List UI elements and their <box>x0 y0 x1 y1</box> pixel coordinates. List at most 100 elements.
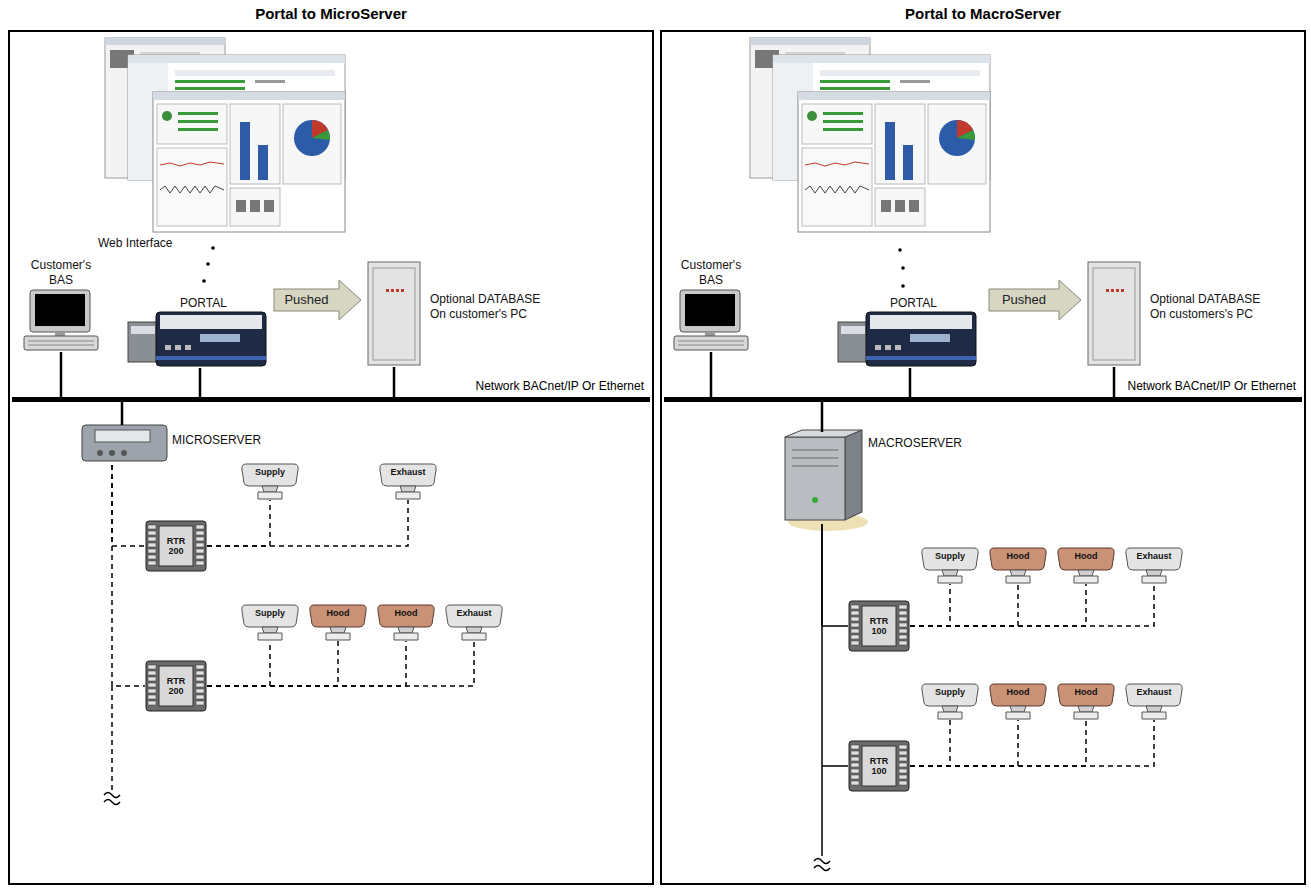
terminal <box>148 549 156 553</box>
duct-body <box>446 605 502 627</box>
device-label: Customer's BAS <box>20 258 102 288</box>
terminal <box>851 629 859 633</box>
connector <box>822 524 848 766</box>
connector <box>60 352 63 397</box>
duct-body <box>922 684 978 706</box>
duct-mount <box>1078 706 1094 712</box>
hood-unit: Hood <box>1056 546 1116 584</box>
terminal <box>148 701 156 705</box>
terminal <box>148 561 156 565</box>
terminal <box>899 769 907 773</box>
unit-label: Supply <box>935 688 965 697</box>
push-arrow <box>989 280 1081 320</box>
terminal <box>196 665 204 669</box>
duct-mount <box>262 627 278 633</box>
unit-label: Exhaust <box>1136 552 1171 561</box>
duct-base <box>258 492 282 499</box>
rtr-controller: RTR 100 <box>848 600 910 652</box>
rtr-face <box>862 606 896 646</box>
hood-unit: Hood <box>988 682 1048 720</box>
macroserver-icon <box>785 430 868 531</box>
duct-mount <box>942 570 958 576</box>
connector <box>1113 367 1116 397</box>
unit-label: Exhaust <box>390 468 425 477</box>
micro-server: MICROSERVER <box>80 425 270 465</box>
duct-base <box>1074 576 1098 583</box>
macroserver-icon <box>792 458 838 459</box>
duct-body <box>378 605 434 627</box>
rtr-label: RTR 200 <box>161 676 191 697</box>
terminal <box>899 629 907 633</box>
terminal <box>148 543 156 547</box>
hood-unit: Hood <box>376 603 436 641</box>
device-label: PORTAL <box>180 296 227 311</box>
rtr-label: RTR 200 <box>161 536 191 557</box>
duct-base <box>396 492 420 499</box>
rtr-controller: RTR 200 <box>145 520 207 572</box>
terminal <box>148 537 156 541</box>
connector <box>207 641 406 686</box>
terminal <box>196 561 204 565</box>
duct-mount <box>262 486 278 492</box>
duct-body <box>242 464 298 486</box>
illustration-layer <box>368 262 420 365</box>
microserver-icon <box>97 450 103 456</box>
macroserver-icon <box>785 430 862 437</box>
arrow-label: Pushed <box>282 292 330 308</box>
duct-mount <box>330 627 346 633</box>
terminal <box>148 683 156 687</box>
hood-unit: Hood <box>1056 682 1116 720</box>
terminal <box>851 611 859 615</box>
panel-title: Portal to MacroServer <box>662 5 1304 22</box>
connector <box>910 584 950 626</box>
device-label: Customer's BAS <box>670 258 752 288</box>
connector <box>910 584 1086 626</box>
unit-label: Supply <box>255 609 285 618</box>
terminal <box>196 537 204 541</box>
illustration-layer <box>24 290 98 350</box>
connector <box>910 720 1086 766</box>
duct-mount <box>398 627 414 633</box>
microserver-icon <box>109 450 115 456</box>
connector <box>910 584 1154 626</box>
terminal <box>148 677 156 681</box>
terminal <box>196 543 204 547</box>
unit-label: Hood <box>327 609 350 618</box>
bus-continuation <box>104 793 120 805</box>
microserver-icon <box>82 425 167 461</box>
connector <box>112 465 145 546</box>
duct-body <box>242 605 298 627</box>
customer-bas: Customer's BAS <box>670 258 752 352</box>
connector <box>121 402 124 425</box>
unit-label: Exhaust <box>1136 688 1171 697</box>
panel-title: Portal to MicroServer <box>10 5 652 22</box>
dotted-link <box>202 246 905 288</box>
duct-body <box>1126 684 1182 706</box>
device-label: PORTAL <box>890 296 937 311</box>
fan-unit: Exhaust <box>1124 682 1184 720</box>
terminal <box>196 531 204 535</box>
macroserver-icon <box>785 437 845 520</box>
connector <box>199 368 202 397</box>
illustration-layer <box>838 312 976 366</box>
rtr-face <box>159 526 193 566</box>
device-label: MACROSERVER <box>868 436 962 451</box>
dotted-link <box>211 246 215 250</box>
duct-base <box>326 633 350 640</box>
duct-base <box>1142 576 1166 583</box>
terminal <box>196 677 204 681</box>
terminal <box>148 665 156 669</box>
terminal <box>899 617 907 621</box>
connector <box>207 641 474 686</box>
fan-unit: Exhaust <box>378 462 438 500</box>
diagram-panel: Portal to MacroServerCustomer's BASPORTA… <box>660 30 1306 885</box>
terminal <box>196 555 204 559</box>
terminal <box>899 757 907 761</box>
connector <box>112 465 145 686</box>
terminal <box>851 751 859 755</box>
duct-body <box>922 548 978 570</box>
portal-device: PORTAL <box>125 296 270 368</box>
dotted-link <box>206 262 210 266</box>
duct-mount <box>942 706 958 712</box>
terminal <box>899 775 907 779</box>
